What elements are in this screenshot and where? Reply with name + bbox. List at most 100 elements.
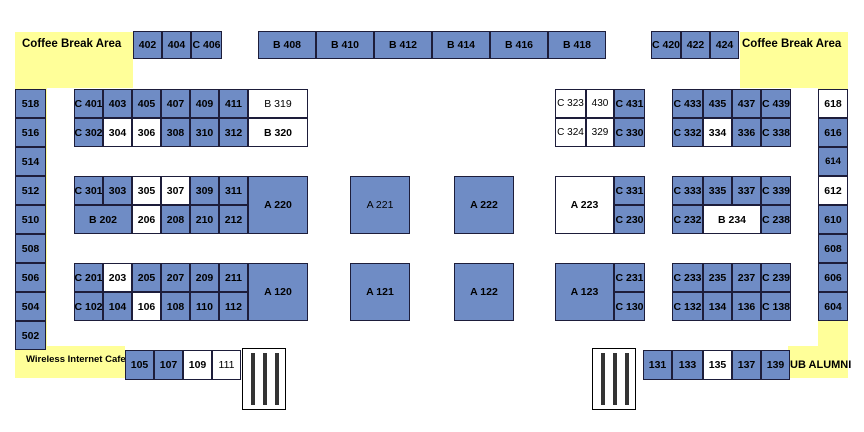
- booth-430[interactable]: 430: [586, 89, 614, 118]
- booth-112[interactable]: 112: [219, 292, 248, 321]
- booth-c231[interactable]: C 231: [614, 263, 645, 292]
- booth-b418[interactable]: B 418: [548, 31, 606, 59]
- booth-203[interactable]: 203: [103, 263, 132, 292]
- booth-c333[interactable]: C 333: [672, 176, 703, 205]
- booth-a220[interactable]: A 220: [248, 176, 308, 234]
- booth-107[interactable]: 107: [154, 350, 183, 380]
- booth-110[interactable]: 110: [190, 292, 219, 321]
- booth-c324[interactable]: C 324: [555, 118, 586, 147]
- booth-404[interactable]: 404: [162, 31, 191, 59]
- booth-337[interactable]: 337: [732, 176, 761, 205]
- booth-c102[interactable]: C 102: [74, 292, 103, 321]
- booth-137[interactable]: 137: [732, 350, 761, 380]
- booth-109[interactable]: 109: [183, 350, 212, 380]
- booth-405[interactable]: 405: [132, 89, 161, 118]
- booth-b234[interactable]: B 234: [703, 205, 761, 234]
- booth-106[interactable]: 106: [132, 292, 161, 321]
- booth-402[interactable]: 402: [133, 31, 162, 59]
- booth-c330[interactable]: C 330: [614, 118, 645, 147]
- booth-514[interactable]: 514: [15, 147, 46, 176]
- booth-310[interactable]: 310: [190, 118, 219, 147]
- booth-a123[interactable]: A 123: [555, 263, 614, 321]
- booth-133[interactable]: 133: [672, 350, 703, 380]
- booth-b412[interactable]: B 412: [374, 31, 432, 59]
- booth-303[interactable]: 303: [103, 176, 132, 205]
- booth-437[interactable]: 437: [732, 89, 761, 118]
- booth-604[interactable]: 604: [818, 292, 848, 321]
- booth-a122[interactable]: A 122: [454, 263, 514, 321]
- booth-b202[interactable]: B 202: [74, 205, 132, 234]
- booth-235[interactable]: 235: [703, 263, 732, 292]
- booth-608[interactable]: 608: [818, 234, 848, 263]
- booth-212[interactable]: 212: [219, 205, 248, 234]
- booth-c201[interactable]: C 201: [74, 263, 103, 292]
- booth-136[interactable]: 136: [732, 292, 761, 321]
- booth-c332[interactable]: C 332: [672, 118, 703, 147]
- booth-502[interactable]: 502: [15, 321, 46, 350]
- booth-a121[interactable]: A 121: [350, 263, 410, 321]
- booth-312[interactable]: 312: [219, 118, 248, 147]
- booth-c132[interactable]: C 132: [672, 292, 703, 321]
- booth-c301[interactable]: C 301: [74, 176, 103, 205]
- booth-c232[interactable]: C 232: [672, 205, 703, 234]
- booth-c406[interactable]: C 406: [191, 31, 222, 59]
- booth-211[interactable]: 211: [219, 263, 248, 292]
- booth-411[interactable]: 411: [219, 89, 248, 118]
- booth-c138[interactable]: C 138: [761, 292, 791, 321]
- booth-329[interactable]: 329: [586, 118, 614, 147]
- booth-b320[interactable]: B 320: [248, 118, 308, 147]
- booth-a223[interactable]: A 223: [555, 176, 614, 234]
- booth-336[interactable]: 336: [732, 118, 761, 147]
- booth-139[interactable]: 139: [761, 350, 790, 380]
- booth-b414[interactable]: B 414: [432, 31, 490, 59]
- booth-311[interactable]: 311: [219, 176, 248, 205]
- booth-104[interactable]: 104: [103, 292, 132, 321]
- booth-b319[interactable]: B 319: [248, 89, 308, 118]
- booth-131[interactable]: 131: [643, 350, 672, 380]
- booth-612[interactable]: 612: [818, 176, 848, 205]
- booth-c431[interactable]: C 431: [614, 89, 645, 118]
- booth-334[interactable]: 334: [703, 118, 732, 147]
- booth-a221[interactable]: A 221: [350, 176, 410, 234]
- booth-304[interactable]: 304: [103, 118, 132, 147]
- booth-c331[interactable]: C 331: [614, 176, 645, 205]
- booth-307[interactable]: 307: [161, 176, 190, 205]
- booth-424[interactable]: 424: [710, 31, 739, 59]
- booth-b408[interactable]: B 408: [258, 31, 316, 59]
- booth-c238[interactable]: C 238: [761, 205, 791, 234]
- booth-518[interactable]: 518: [15, 89, 46, 118]
- booth-403[interactable]: 403: [103, 89, 132, 118]
- booth-409[interactable]: 409: [190, 89, 219, 118]
- booth-506[interactable]: 506: [15, 263, 46, 292]
- booth-c130[interactable]: C 130: [614, 292, 645, 321]
- booth-512[interactable]: 512: [15, 176, 46, 205]
- booth-c233[interactable]: C 233: [672, 263, 703, 292]
- booth-616[interactable]: 616: [818, 118, 848, 147]
- booth-610[interactable]: 610: [818, 205, 848, 234]
- booth-c338[interactable]: C 338: [761, 118, 791, 147]
- booth-422[interactable]: 422: [681, 31, 710, 59]
- booth-a222[interactable]: A 222: [454, 176, 514, 234]
- booth-435[interactable]: 435: [703, 89, 732, 118]
- booth-306[interactable]: 306: [132, 118, 161, 147]
- booth-508[interactable]: 508: [15, 234, 46, 263]
- booth-305[interactable]: 305: [132, 176, 161, 205]
- booth-208[interactable]: 208: [161, 205, 190, 234]
- booth-c433[interactable]: C 433: [672, 89, 703, 118]
- booth-618[interactable]: 618: [818, 89, 848, 118]
- booth-a120[interactable]: A 120: [248, 263, 308, 321]
- booth-105[interactable]: 105: [125, 350, 154, 380]
- booth-237[interactable]: 237: [732, 263, 761, 292]
- booth-504[interactable]: 504: [15, 292, 46, 321]
- booth-108[interactable]: 108: [161, 292, 190, 321]
- booth-c339[interactable]: C 339: [761, 176, 791, 205]
- booth-209[interactable]: 209: [190, 263, 219, 292]
- booth-c420[interactable]: C 420: [651, 31, 681, 59]
- booth-407[interactable]: 407: [161, 89, 190, 118]
- booth-c230[interactable]: C 230: [614, 205, 645, 234]
- booth-b416[interactable]: B 416: [490, 31, 548, 59]
- booth-510[interactable]: 510: [15, 205, 46, 234]
- booth-c302[interactable]: C 302: [74, 118, 103, 147]
- booth-335[interactable]: 335: [703, 176, 732, 205]
- booth-134[interactable]: 134: [703, 292, 732, 321]
